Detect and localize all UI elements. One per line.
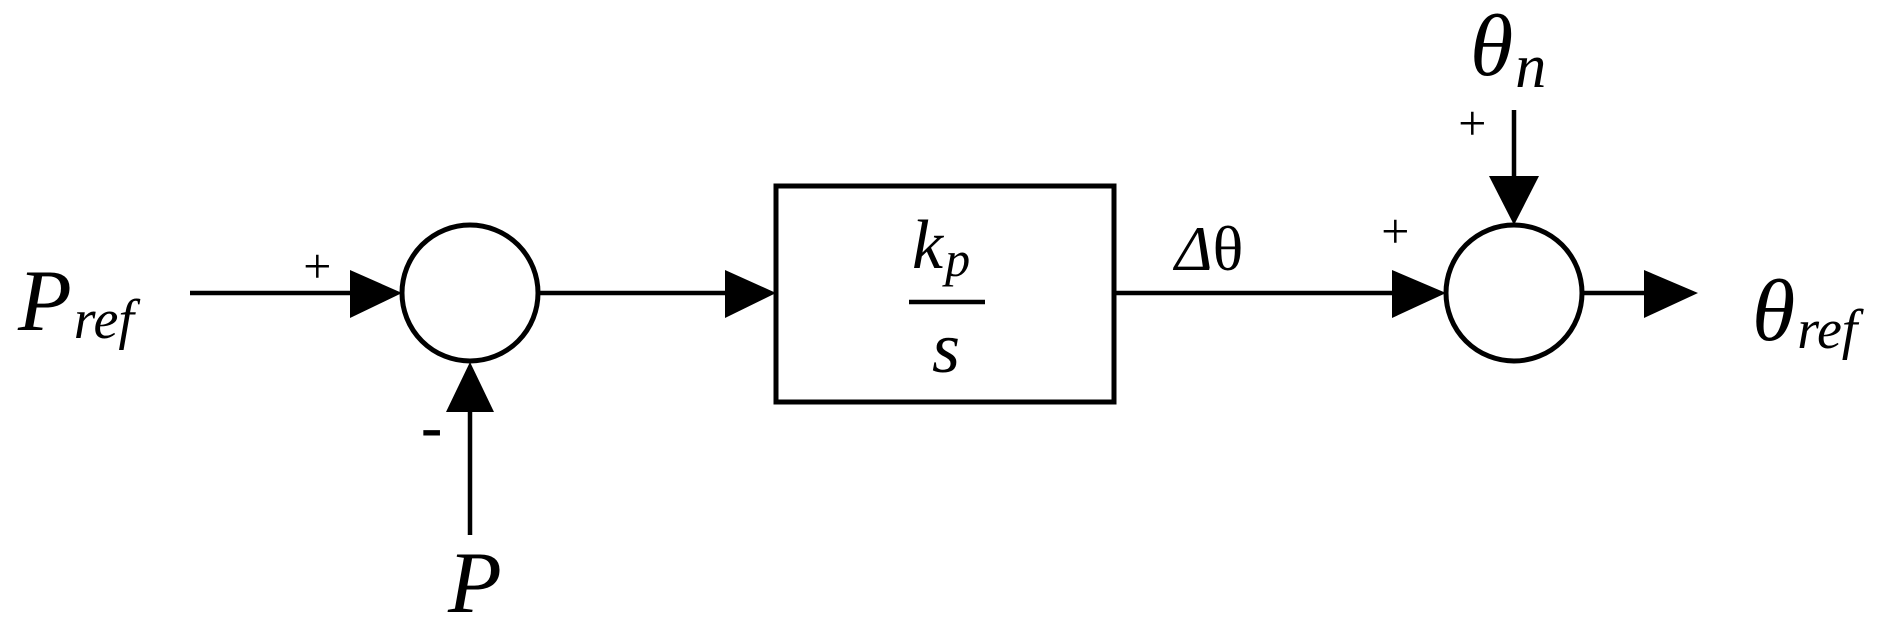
sum2-theta-n-sign: +: [1455, 95, 1489, 151]
block-input-arrowhead: [725, 270, 776, 318]
theta-n-label: θn: [1470, 0, 1546, 101]
delta-theta-label: Δθ: [1172, 213, 1243, 284]
sum1-ref-sign: +: [300, 238, 334, 294]
pref-label-sub: ref: [74, 289, 142, 351]
sum1-feedback-sign: -: [421, 391, 442, 462]
summing-junction-2: [1443, 222, 1585, 364]
theta-n-arrowhead: [1489, 176, 1539, 225]
block-numerator-sub: p: [942, 231, 970, 287]
block-numerator-main: k: [912, 207, 945, 284]
theta-n-main: θ: [1470, 0, 1513, 95]
output-arrowhead: [1644, 270, 1698, 318]
delta-symbol: Δ: [1172, 213, 1213, 284]
theta-ref-sub: ref: [1797, 299, 1865, 361]
feedback-arrowhead: [446, 362, 494, 412]
integrator-block: [773, 183, 1117, 405]
sum2-delta-sign: +: [1378, 203, 1412, 259]
theta-symbol: θ: [1213, 213, 1244, 284]
pref-label: Pref: [17, 253, 141, 351]
pref-arrowhead: [350, 270, 402, 318]
block-numerator: kp: [912, 207, 970, 287]
theta-ref-main: θ: [1752, 263, 1795, 360]
block-denominator: s: [932, 308, 960, 388]
delta-theta-arrowhead: [1392, 270, 1446, 318]
theta-ref-label: θref: [1752, 263, 1865, 361]
feedback-p-label: P: [447, 535, 502, 632]
pref-label-main: P: [17, 253, 72, 350]
theta-n-sub: n: [1515, 33, 1546, 101]
summing-junction-1: [399, 222, 541, 364]
